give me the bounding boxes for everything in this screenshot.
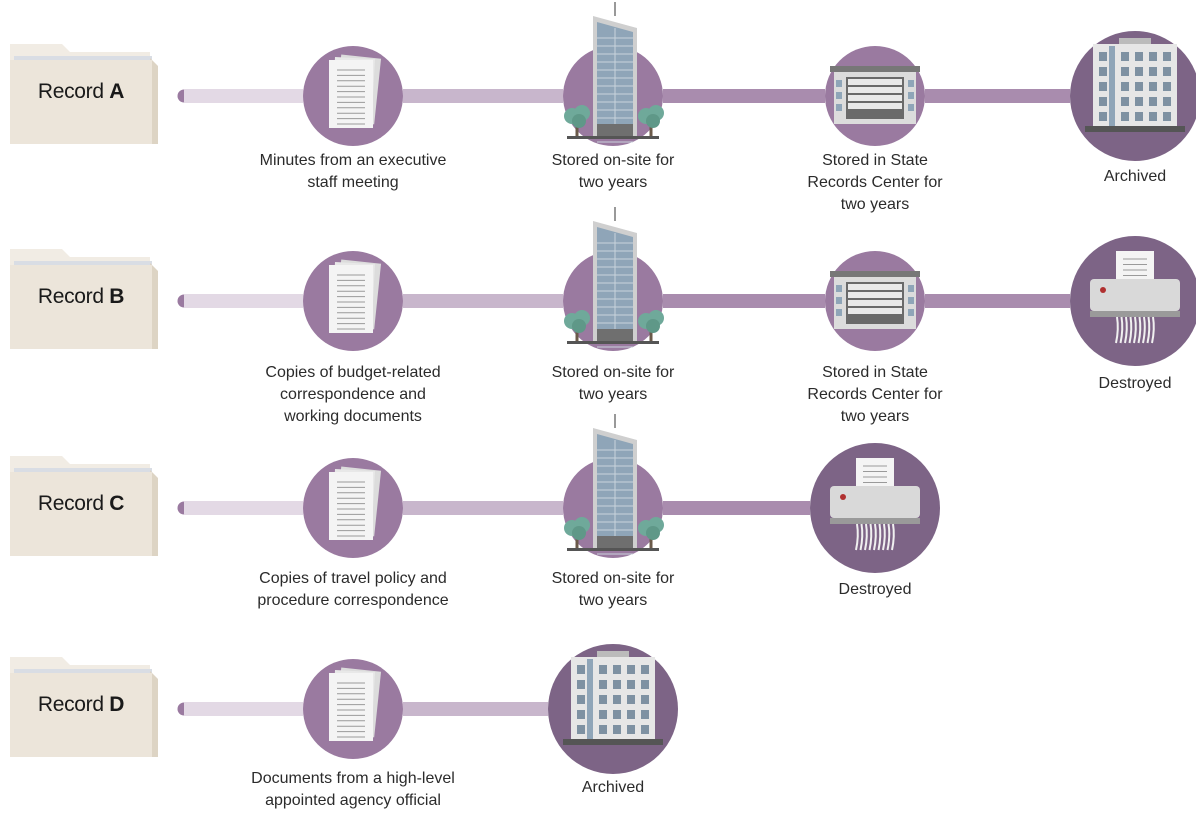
record-label: Record C	[8, 492, 154, 516]
archive-building-icon	[548, 644, 678, 774]
record-label-prefix: Record	[37, 693, 104, 716]
caption-line: Stored on-site for	[551, 152, 675, 169]
record-label-prefix: Record	[37, 80, 104, 103]
step-caption: Archived	[582, 777, 644, 799]
caption-line: appointed agency official	[265, 792, 441, 809]
step-caption: Stored on-site for two years	[552, 362, 675, 406]
step-caption: Destroyed	[839, 579, 912, 601]
record-letter: C	[109, 492, 125, 515]
step-caption: Minutes from an executive staff meeting	[260, 150, 447, 194]
record-label: Record A	[8, 80, 154, 104]
office-tower-icon	[563, 2, 664, 146]
document-stack-icon	[303, 46, 403, 146]
timeline-segment	[184, 89, 303, 103]
record-label: Record D	[8, 693, 154, 717]
step-caption: Stored on-site for two years	[552, 568, 675, 612]
caption-line: Stored on-site for	[551, 570, 675, 587]
caption-line: Copies of budget-related	[265, 364, 441, 381]
timeline-connectors	[177, 702, 548, 716]
timeline-segment	[403, 501, 563, 515]
timeline-segment	[925, 89, 1070, 103]
shredder-icon	[810, 443, 940, 573]
record-label-prefix: Record	[37, 285, 104, 308]
step-caption: Documents from a high-level appointed age…	[251, 768, 455, 812]
caption-line: Archived	[581, 779, 645, 796]
step-caption: Copies of budget-related correspondence a…	[265, 362, 440, 428]
caption-line: procedure correspondence	[257, 592, 449, 609]
timeline-connectors	[177, 294, 1070, 308]
folder-icon	[10, 249, 158, 349]
caption-line: Stored in State	[822, 152, 928, 169]
timeline-connectors	[177, 501, 810, 515]
caption-line: two years	[578, 592, 648, 609]
timeline-segment	[403, 89, 563, 103]
record-row-c	[10, 414, 940, 573]
timeline-segment	[184, 501, 303, 515]
caption-line: Archived	[1103, 168, 1167, 185]
office-tower-icon	[563, 207, 664, 351]
caption-line: Destroyed	[1098, 375, 1172, 392]
record-letter: D	[109, 693, 125, 716]
record-row-d	[10, 644, 678, 774]
folder-icon	[10, 44, 158, 144]
document-stack-icon	[303, 458, 403, 558]
timeline-segment	[184, 702, 303, 716]
timeline-connectors	[177, 89, 1070, 103]
caption-line: two years	[840, 196, 910, 213]
document-stack-icon	[303, 659, 403, 759]
caption-line: two years	[578, 386, 648, 403]
step-caption: Stored on-site for two years	[552, 150, 675, 194]
caption-line: Stored in State	[822, 364, 928, 381]
caption-line: Records Center for	[807, 174, 943, 191]
document-stack-icon	[303, 251, 403, 351]
records-center-icon	[825, 46, 925, 146]
folder-icon	[10, 657, 158, 757]
timeline-segment	[663, 294, 825, 308]
caption-line: Stored on-site for	[551, 364, 675, 381]
record-row-a	[10, 2, 1196, 161]
caption-line: Copies of travel policy and	[259, 570, 447, 587]
step-caption: Archived	[1104, 166, 1166, 188]
record-letter: A	[109, 80, 125, 103]
caption-line: staff meeting	[307, 174, 399, 191]
timeline-segment	[663, 89, 825, 103]
caption-line: working documents	[284, 408, 422, 425]
timeline-segment	[403, 294, 563, 308]
timeline-segment	[403, 702, 548, 716]
record-letter: B	[109, 285, 125, 308]
caption-line: Destroyed	[838, 581, 912, 598]
caption-line: two years	[840, 408, 910, 425]
record-row-b	[10, 207, 1196, 366]
timeline-segment	[663, 501, 810, 515]
caption-line: Records Center for	[807, 386, 943, 403]
caption-line: correspondence and	[280, 386, 426, 403]
shredder-icon	[1070, 236, 1196, 366]
caption-line: Documents from a high-level	[251, 770, 455, 787]
folder-icon	[10, 456, 158, 556]
archive-building-icon	[1070, 31, 1196, 161]
record-label-prefix: Record	[37, 492, 104, 515]
step-caption: Destroyed	[1099, 373, 1172, 395]
caption-line: Minutes from an executive	[259, 152, 447, 169]
timeline-segment	[925, 294, 1070, 308]
office-tower-icon	[563, 414, 664, 558]
caption-line: two years	[578, 174, 648, 191]
record-label: Record B	[8, 285, 154, 309]
step-caption: Copies of travel policy and procedure cor…	[257, 568, 448, 612]
timeline-segment	[184, 294, 303, 308]
records-center-icon	[825, 251, 925, 351]
